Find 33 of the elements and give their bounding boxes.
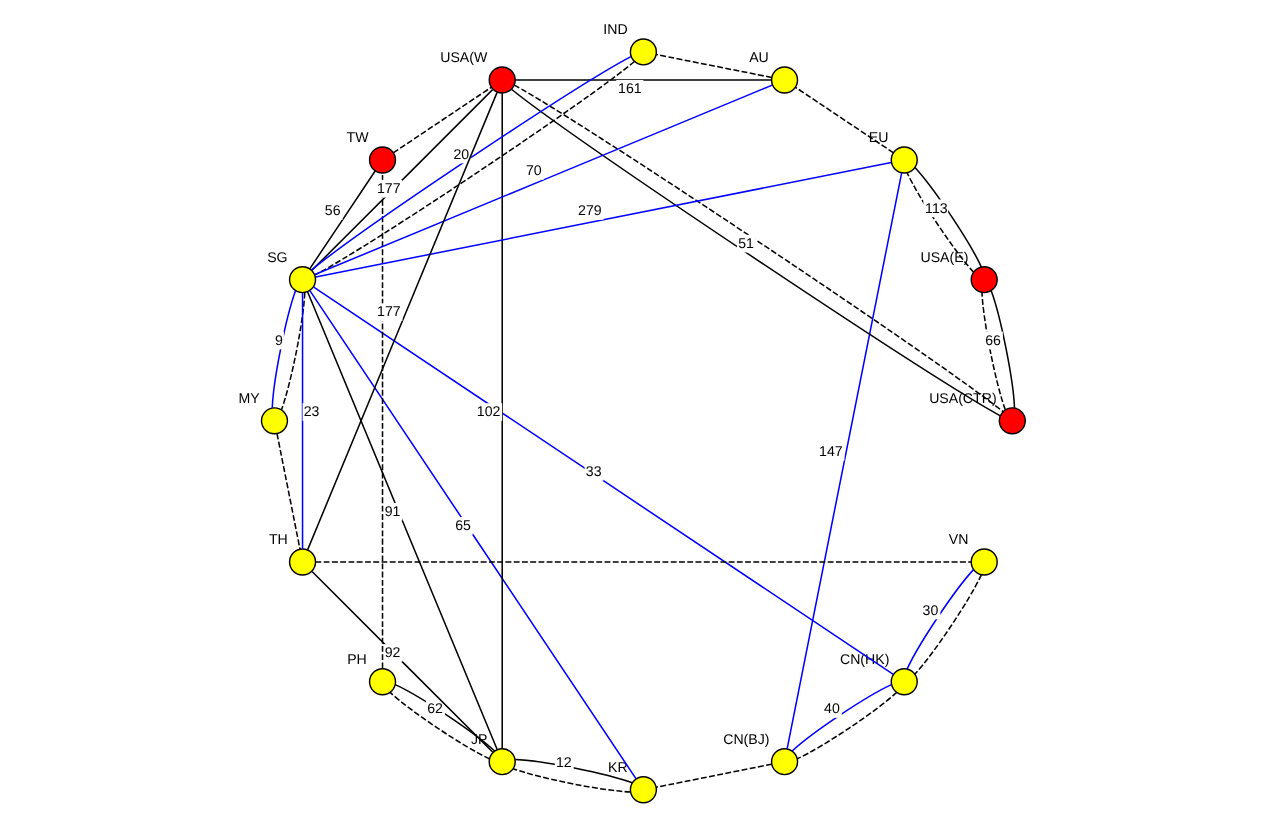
node-circle	[368, 668, 397, 696]
node-circle	[288, 548, 317, 576]
node-circle	[970, 548, 998, 576]
node-circle	[629, 38, 658, 66]
node-circle	[998, 407, 1026, 435]
connector	[655, 53, 773, 79]
connector	[514, 79, 773, 81]
connector	[280, 291, 306, 411]
connector	[655, 763, 773, 788]
node-circle	[288, 266, 317, 294]
node-circle	[770, 748, 799, 776]
node-circle	[970, 266, 998, 294]
connector	[301, 292, 304, 550]
node-circle	[488, 66, 516, 94]
node-circle	[770, 66, 799, 94]
node-circle	[629, 776, 658, 804]
connector	[501, 92, 503, 750]
connector	[990, 290, 1016, 409]
connector	[381, 172, 384, 670]
node-circle	[890, 146, 918, 174]
connector	[306, 91, 498, 551]
node-circle	[488, 748, 516, 776]
connector	[309, 170, 376, 270]
connector	[311, 88, 494, 271]
connector	[512, 767, 632, 793]
connector	[392, 86, 492, 154]
node-circle	[890, 668, 918, 696]
connector	[314, 561, 972, 563]
connector	[314, 84, 773, 276]
connector	[786, 172, 903, 750]
node-circle	[260, 407, 289, 435]
connector	[276, 433, 301, 550]
node-circle	[368, 146, 397, 174]
